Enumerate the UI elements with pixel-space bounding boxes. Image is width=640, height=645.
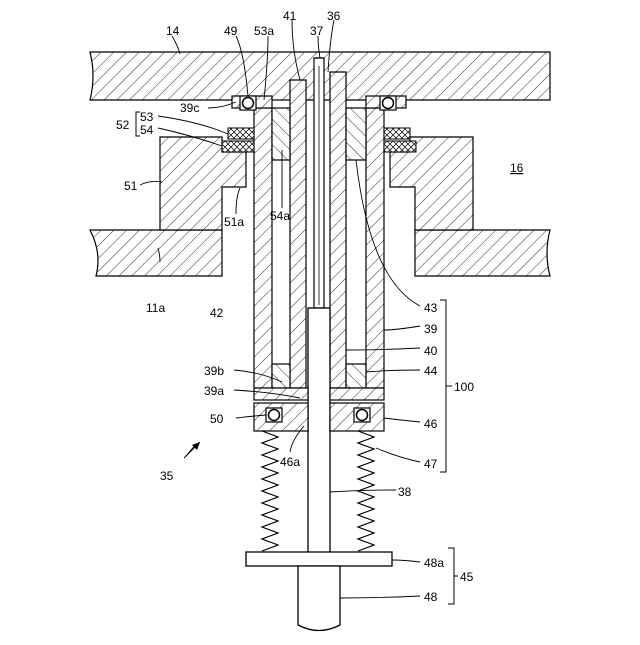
- label-52: 52: [116, 118, 130, 132]
- label-44: 44: [424, 364, 438, 378]
- label-39a: 39a: [204, 384, 224, 398]
- label-48a: 48a: [424, 556, 444, 570]
- label-46: 46: [424, 417, 438, 431]
- label-41: 41: [283, 9, 297, 23]
- left-base-11a: [90, 230, 222, 276]
- label-53a: 53a: [254, 24, 274, 38]
- label-45: 45: [460, 570, 474, 584]
- label-35: 35: [160, 469, 174, 483]
- label-37: 37: [310, 24, 324, 38]
- label-53: 53: [140, 110, 154, 124]
- label-11a: 11a: [146, 301, 165, 315]
- label-36: 36: [327, 9, 341, 23]
- label-39c: 39c: [180, 101, 199, 115]
- label-49: 49: [224, 24, 238, 38]
- bracket-100: [440, 300, 452, 472]
- label-51: 51: [124, 179, 138, 193]
- label-48: 48: [424, 590, 438, 604]
- label-54: 54: [140, 123, 154, 137]
- label-47: 47: [424, 457, 438, 471]
- arrow-35: [184, 442, 200, 458]
- label-46a: 46a: [280, 455, 300, 469]
- label-14: 14: [166, 24, 180, 38]
- label-100: 100: [454, 380, 474, 394]
- rod-48: [298, 566, 340, 631]
- spring-plate-48a: [246, 552, 392, 566]
- label-16: 16: [510, 161, 524, 175]
- label-43: 43: [424, 301, 438, 315]
- right-base: [415, 230, 550, 276]
- label-54a: 54a: [270, 209, 290, 223]
- rod-38: [308, 308, 330, 558]
- label-51a: 51a: [224, 215, 244, 229]
- label-39b: 39b: [204, 364, 224, 378]
- shaft-37: [314, 58, 324, 308]
- label-39: 39: [424, 322, 438, 336]
- label-40: 40: [424, 344, 438, 358]
- bracket-45: [448, 548, 458, 604]
- label-42: 42: [210, 306, 224, 320]
- label-50: 50: [210, 412, 224, 426]
- label-38: 38: [398, 485, 412, 499]
